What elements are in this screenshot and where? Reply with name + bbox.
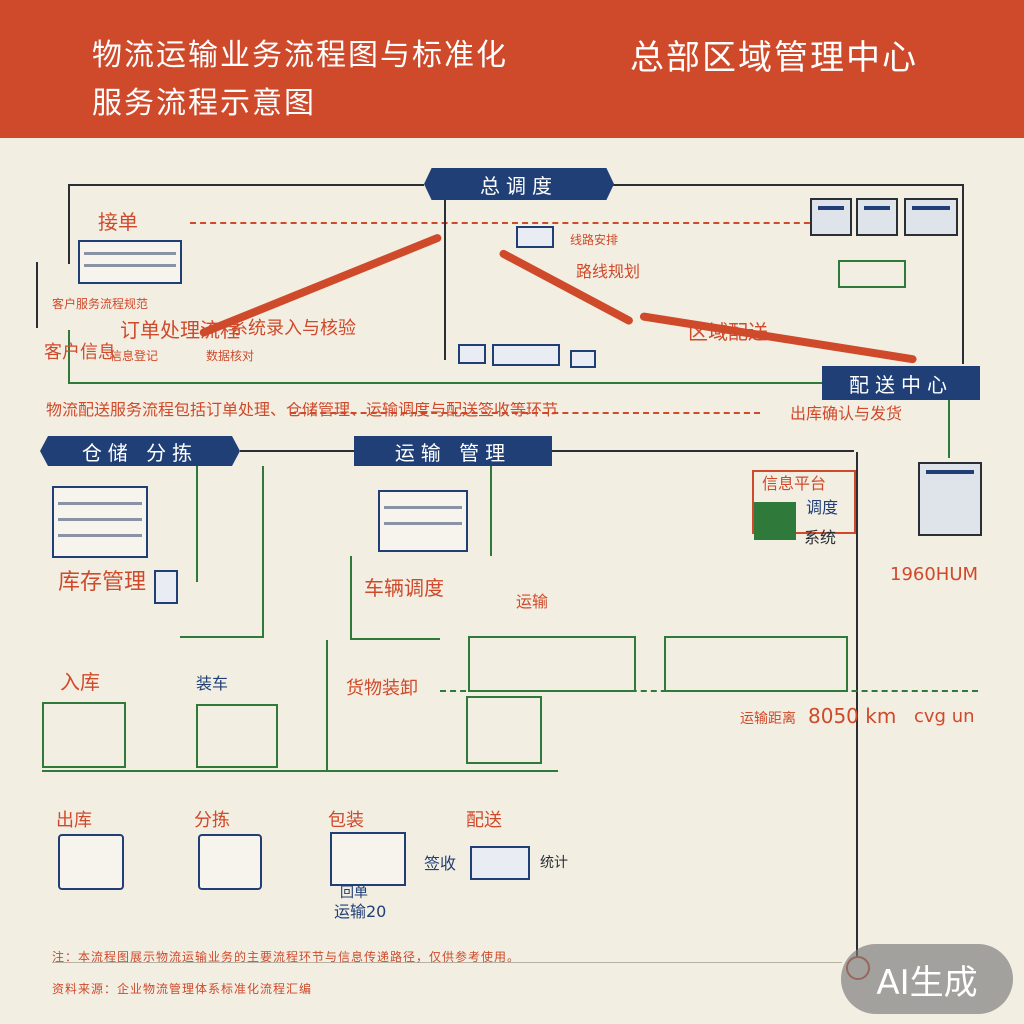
mc-green-h xyxy=(350,638,440,640)
ml-green-v2 xyxy=(262,466,264,638)
card-bl2 xyxy=(198,834,262,890)
card-bl3 xyxy=(330,832,406,886)
label-tl4: 客户信息 xyxy=(44,344,116,362)
label-bl4: 出库 xyxy=(56,812,92,830)
ai-generated-badge: AI生成 xyxy=(841,944,1013,1014)
mini-card-1 xyxy=(458,344,486,364)
box-top-right xyxy=(838,260,906,288)
connector-right-hub-green xyxy=(948,398,950,458)
label-center1: 路线规划 xyxy=(576,264,640,280)
header-title-line2: 服务流程示意图 xyxy=(92,78,316,122)
label-bl6: 包装 xyxy=(328,812,364,830)
ml-green-v xyxy=(196,466,198,582)
label-tl2: 订单处理流程 xyxy=(120,320,240,340)
header-title-line1: 物流运输业务流程图与标准化 xyxy=(92,30,508,74)
label-bl2: 装车 xyxy=(196,676,228,692)
label-right-row: 出库确认与发货 xyxy=(790,406,902,422)
red-stroke-center xyxy=(498,248,634,325)
monitor-icon xyxy=(904,198,958,236)
label-tl-sm1: 客户服务流程规范 xyxy=(52,298,148,310)
label-bl11: 统计 xyxy=(540,856,568,870)
label-tl3: 系统录入与核验 xyxy=(230,320,356,338)
mc-green-v2 xyxy=(490,466,492,556)
label-rb1: 运输距离 xyxy=(740,712,796,726)
monitor-icon xyxy=(810,198,852,236)
label-bl8: 签收 xyxy=(424,856,456,872)
frame-top-left xyxy=(68,184,424,186)
connector-top-center xyxy=(444,200,446,360)
red-dashed-top xyxy=(190,222,830,224)
panel-tl xyxy=(78,240,182,284)
label-tl-sm2: 信息登记 xyxy=(110,350,158,362)
label-bl9: 回单 xyxy=(340,886,368,900)
box-bl3 xyxy=(466,696,542,764)
header-banner: 物流运输业务流程图与标准化 服务流程示意图 总部区域管理中心 xyxy=(0,0,1024,138)
red-stroke-right xyxy=(639,312,917,364)
label-bl7: 配送 xyxy=(466,812,502,830)
label-ml1: 库存管理 xyxy=(58,572,146,594)
label-tl1: 接单 xyxy=(98,212,138,232)
bl-green-v1 xyxy=(326,640,328,770)
node-mid-left[interactable]: 仓储 分拣 xyxy=(40,436,240,466)
frame-mid-green xyxy=(68,382,828,384)
box-warehouse-left xyxy=(468,636,636,692)
ml-green-h xyxy=(180,636,264,638)
node-right-hub[interactable]: 配送中心 xyxy=(822,366,980,400)
doc-icon xyxy=(154,570,178,604)
label-right-code: 1960HUM xyxy=(890,566,978,584)
node-mid-center[interactable]: 运输 管理 xyxy=(354,436,552,466)
frame-left-upper xyxy=(68,184,70,264)
mini-card-3 xyxy=(570,350,596,368)
frame-right xyxy=(962,184,964,364)
panel-mc xyxy=(378,490,468,552)
label-mc1: 车辆调度 xyxy=(364,578,444,598)
label-tl-sm3: 数据核对 xyxy=(206,350,254,362)
label-mc2: 运输 xyxy=(516,594,548,610)
bl-green-row xyxy=(42,770,558,772)
panel-ml xyxy=(52,486,148,558)
label-right-box2: 调度 xyxy=(806,500,838,516)
node-top[interactable]: 总调度 xyxy=(424,168,614,200)
chart-card-bl xyxy=(470,846,530,880)
header-title-right: 总部区域管理中心 xyxy=(630,30,918,79)
footer-line1: 注：本流程图展示物流运输业务的主要流程环节与信息传递路径，仅供参考使用。 xyxy=(52,948,520,965)
monitor-icon xyxy=(856,198,898,236)
label-rb2: 8050 km xyxy=(808,706,896,726)
label-right-box1: 信息平台 xyxy=(762,476,826,492)
label-bl1: 入库 xyxy=(60,672,100,692)
connector-mid-row xyxy=(240,450,356,452)
label-right1: 区域配送 xyxy=(688,322,768,342)
box-bl1 xyxy=(42,702,126,768)
label-rb3: cvg un xyxy=(914,708,975,726)
panel-top-center xyxy=(516,226,554,248)
label-bl5: 分拣 xyxy=(194,812,230,830)
connector-right-row xyxy=(552,450,854,452)
label-bl10: 运输20 xyxy=(334,904,386,920)
mini-card-2 xyxy=(492,344,560,366)
mc-green-v xyxy=(350,556,352,640)
card-bl1 xyxy=(58,834,124,890)
box-warehouse-right xyxy=(664,636,848,692)
footer-line2: 资料来源：企业物流管理体系标准化流程汇编 xyxy=(52,980,312,997)
frame-top-right xyxy=(612,184,964,186)
frame-left-outer xyxy=(36,262,38,328)
box-bl2 xyxy=(196,704,278,768)
qr-box xyxy=(754,502,796,540)
server-icon xyxy=(918,462,982,536)
label-center-small: 线路安排 xyxy=(570,234,618,246)
label-right-box3: 系统 xyxy=(804,530,836,546)
label-middle-row: 物流配送服务流程包括订单处理、仓储管理、运输调度与配送签收等环节 xyxy=(46,402,558,418)
label-bl3: 货物装卸 xyxy=(346,680,418,698)
